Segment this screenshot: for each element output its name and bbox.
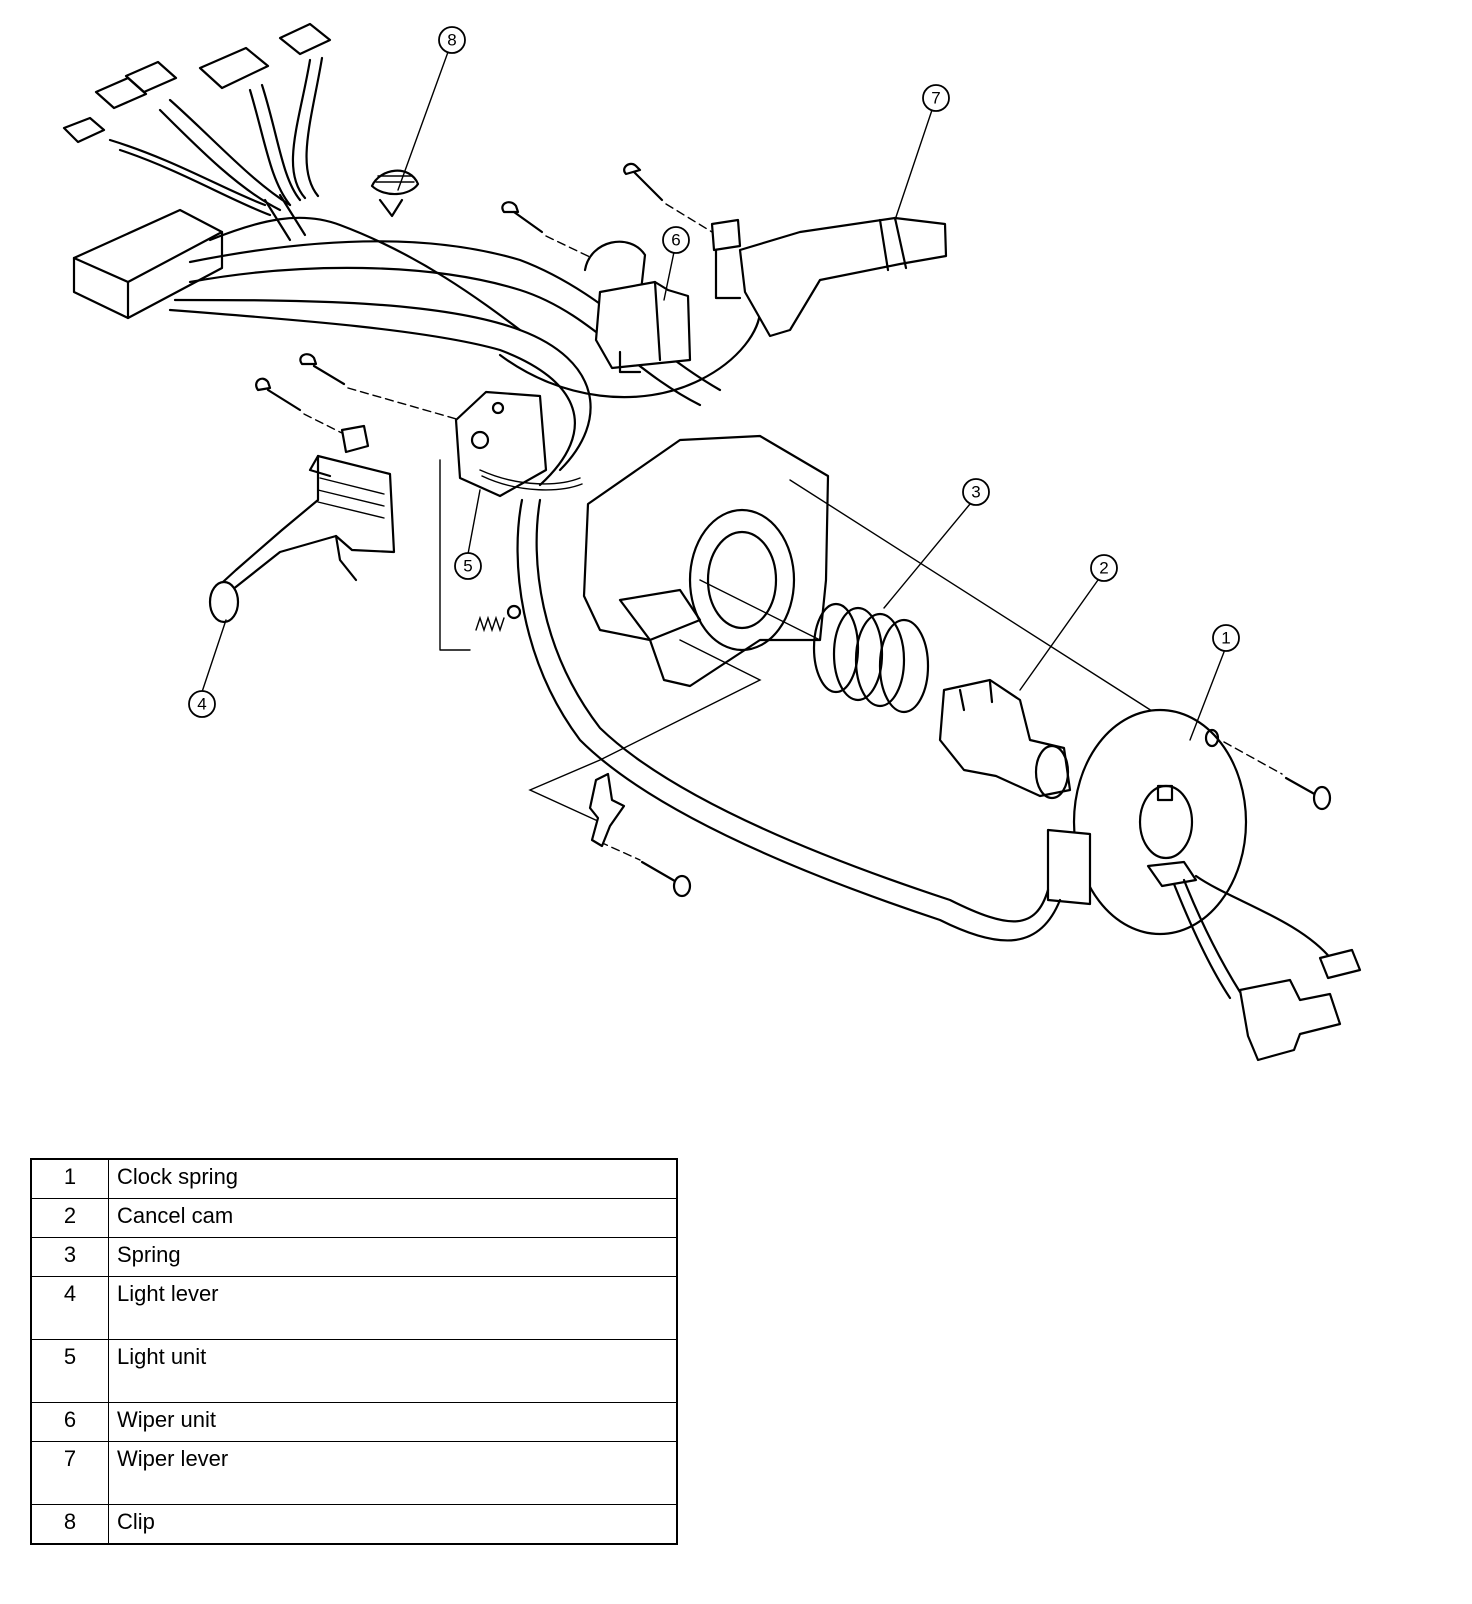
svg-text:8: 8 — [447, 31, 456, 50]
spring-part — [812, 602, 930, 714]
legend-label: Wiper unit — [108, 1402, 678, 1442]
light-lever-part — [208, 424, 396, 624]
legend-row: 4 Light lever — [30, 1276, 678, 1340]
legend-number: 6 — [30, 1402, 109, 1442]
svg-text:2: 2 — [1099, 559, 1108, 578]
legend-label: Light unit — [108, 1339, 678, 1403]
clip-bracket — [588, 772, 626, 848]
legend-row: 1 Clock spring — [30, 1158, 678, 1199]
legend-label: Spring — [108, 1237, 678, 1277]
legend-row: 7 Wiper lever — [30, 1441, 678, 1505]
switch-body — [528, 434, 1211, 823]
legend-label: Light lever — [108, 1276, 678, 1340]
legend-number: 4 — [30, 1276, 109, 1340]
legend-number: 5 — [30, 1339, 109, 1403]
legend-row: 6 Wiper unit — [30, 1402, 678, 1442]
callout-1: 1 — [1212, 624, 1240, 652]
callout-3: 3 — [962, 478, 990, 506]
legend-label: Wiper lever — [108, 1441, 678, 1505]
cancel-cam-part — [938, 678, 1072, 800]
legend-number: 8 — [30, 1504, 109, 1545]
screws — [255, 162, 1332, 898]
wiper-unit-part — [583, 240, 692, 374]
svg-text:3: 3 — [971, 483, 980, 502]
legend-label: Clip — [108, 1504, 678, 1545]
clip-part — [370, 169, 420, 218]
wiring-harness — [62, 22, 762, 487]
exploded-parts-diagram: 1 2 3 4 5 6 7 8 — [62, 22, 1362, 1062]
wiper-lever-part — [710, 216, 948, 338]
callout-8: 8 — [438, 26, 466, 54]
legend-row: 8 Clip — [30, 1504, 678, 1545]
svg-text:4: 4 — [197, 695, 206, 714]
legend-number: 2 — [30, 1198, 109, 1238]
light-unit-part — [439, 390, 583, 651]
svg-text:5: 5 — [463, 557, 472, 576]
callout-4: 4 — [188, 690, 216, 718]
legend-row: 5 Light unit — [30, 1339, 678, 1403]
legend-number: 7 — [30, 1441, 109, 1505]
legend-row: 2 Cancel cam — [30, 1198, 678, 1238]
legend-label: Cancel cam — [108, 1198, 678, 1238]
clock-spring-part — [516, 498, 1362, 1062]
legend-number: 1 — [30, 1158, 109, 1199]
svg-text:1: 1 — [1221, 629, 1230, 648]
svg-text:6: 6 — [671, 231, 680, 250]
svg-text:7: 7 — [931, 89, 940, 108]
callout-2: 2 — [1090, 554, 1118, 582]
callout-6: 6 — [662, 226, 690, 254]
callout-7: 7 — [922, 84, 950, 112]
callout-5: 5 — [454, 552, 482, 580]
parts-legend-table: 1 Clock spring 2 Cancel cam 3 Spring 4 L… — [30, 1158, 678, 1545]
legend-label: Clock spring — [108, 1158, 678, 1199]
legend-row: 3 Spring — [30, 1237, 678, 1277]
legend-number: 3 — [30, 1237, 109, 1277]
leader-lines — [201, 51, 1225, 741]
